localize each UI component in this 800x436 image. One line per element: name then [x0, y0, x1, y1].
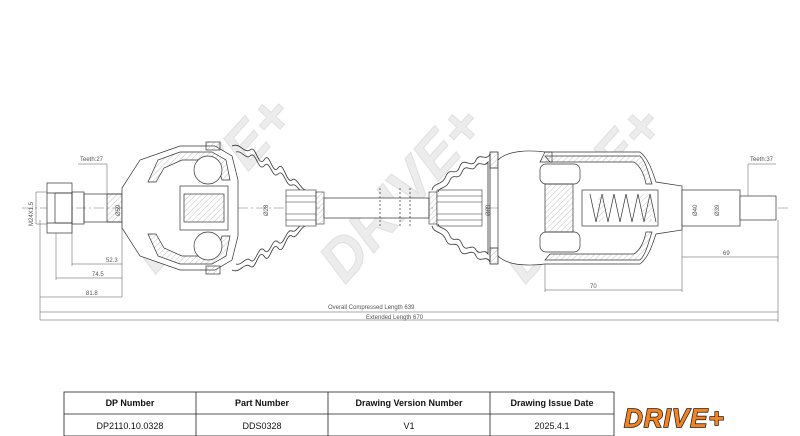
value-issue-date: 2025.4.1: [534, 421, 569, 431]
title-block: DP Number Part Number Drawing Version Nu…: [63, 391, 725, 436]
value-dp-number: DP2110.10.0328: [97, 421, 164, 431]
overall-compressed-label: Overall Compressed Length 639: [328, 305, 415, 311]
len-81-label: 81.8: [86, 291, 98, 297]
len-52-label: 52.3: [106, 258, 118, 264]
header-part-number: Part Number: [235, 398, 290, 408]
dia-left-joint-label: Ø59: [116, 204, 122, 216]
len-70-label: 70: [590, 284, 597, 290]
right-boot: [431, 151, 499, 265]
drive-logo-text: DRIVE+: [624, 403, 725, 433]
main-shaft: [323, 188, 430, 228]
right-shaft-spline: [428, 189, 483, 227]
left-shaft-spline: [285, 189, 325, 227]
dia-right-boot-label: Ø89: [486, 204, 492, 216]
dia-right-2-label: Ø39: [715, 204, 721, 216]
len-69-label: 69: [723, 251, 730, 257]
len-74-label: 74.5: [92, 272, 104, 278]
dimension-lines: [35, 163, 779, 322]
dia-shaft-left-label: Ø28: [264, 204, 270, 216]
header-drawing-version: Drawing Version Number: [355, 398, 463, 408]
thread-label: M24X1.5: [29, 201, 35, 226]
value-drawing-version: V1: [403, 421, 414, 431]
drive-logo: DRIVE+: [623, 402, 725, 433]
extended-length-label: Extended Length 670: [366, 315, 424, 321]
left-cv-joint: [46, 141, 239, 275]
teeth-right-label: Teeth:37: [750, 157, 774, 163]
header-issue-date: Drawing Issue Date: [510, 398, 593, 408]
value-part-number: DDS0328: [242, 421, 281, 431]
header-dp-number: DP Number: [106, 398, 155, 408]
dimension-labels: Teeth:27 Teeth:37 M24X1.5 Ø59 Ø28 Ø89 Ø4…: [29, 157, 774, 321]
right-tripod-housing: [497, 150, 777, 266]
dia-right-1-label: Ø40: [693, 204, 699, 216]
teeth-left-label: Teeth:27: [80, 157, 104, 163]
